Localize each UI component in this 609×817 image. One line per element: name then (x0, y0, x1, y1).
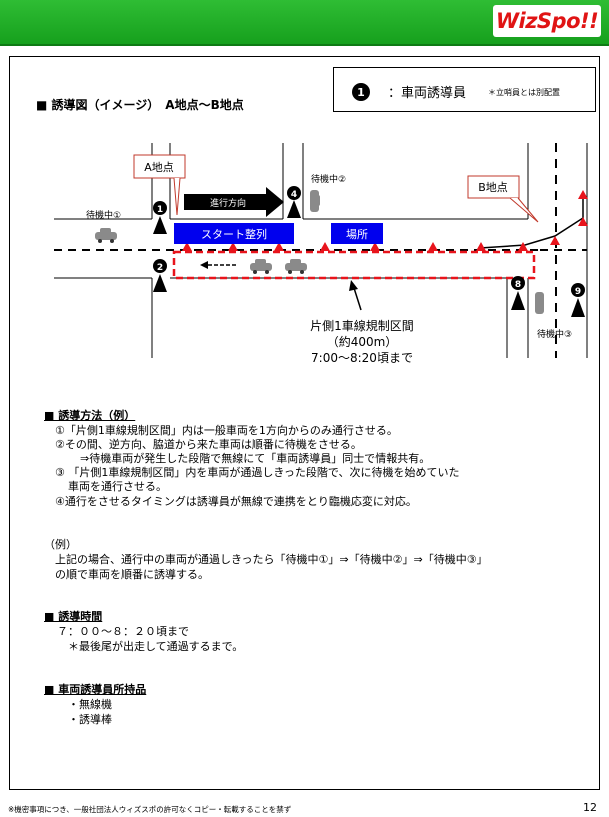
car-icon (285, 259, 307, 274)
content-frame (9, 56, 600, 790)
svg-text:2: 2 (157, 263, 163, 273)
footer-note: ※機密事項につき、一般社団法人ウィズスポの許可なくコピー・転載することを禁ず (8, 805, 292, 814)
item-baton: ・誘導棒 (68, 713, 112, 726)
wizspo-logo: WizSpo!! (493, 5, 601, 37)
legend-badge: 1 (352, 83, 370, 101)
items-heading: ■ 車両誘導員所持品 (44, 683, 147, 696)
example-heading: （例） (44, 538, 77, 551)
point-a-label: A地点 (144, 161, 174, 174)
guide-2: 2 (153, 259, 167, 292)
method-line: ④通行をさせるタイミングは誘導員が無線で連携をとり臨機応変に対応。 (55, 495, 417, 508)
svg-text:4: 4 (291, 190, 297, 200)
car-icon (535, 292, 544, 314)
method-line: ③ 「片側1車線規制区間」内を車両が通過しきった段階で、次に待機を始めていた (55, 466, 460, 479)
wait-3-label: 待機中③ (537, 328, 572, 340)
point-a-callout (133, 154, 186, 179)
legend-note: ＊立哨員とは別配置 (488, 88, 560, 97)
page-number: 12 (583, 801, 597, 814)
place-banner (331, 223, 383, 244)
method-heading: ■ 誘導方法（例） (44, 409, 136, 422)
time-line: ＊最後尾が出走して通過するまで。 (68, 640, 244, 653)
svg-text:1: 1 (157, 205, 163, 215)
svg-text:1: 1 (357, 86, 365, 99)
item-radio: ・無線機 (68, 698, 112, 711)
direction-arrow (184, 187, 284, 217)
diagram-title: ■ 誘導図（イメージ） A地点～B地点 (36, 98, 244, 112)
time-line: ７：００～８：２０頃まで (57, 625, 189, 638)
method-line: ⇒待機車両が発生した段階で無線にて「車両誘導員」同士で情報共有。 (80, 452, 431, 465)
method-line: ①「片側1車線規制区間」内は一般車両を1方向からのみ通行させる。 (55, 424, 398, 437)
zone-title: 片側1車線規制区間 (310, 318, 414, 333)
cone-taper-line (479, 196, 584, 249)
car-icon (310, 190, 320, 212)
method-line: 車両を通行させる。 (68, 480, 167, 493)
place-label: 場所 (346, 228, 368, 241)
guide-4: 4 (287, 186, 301, 218)
wait-1-label: 待機中① (86, 209, 121, 221)
zone-length: （約400m） (327, 334, 398, 349)
car-icon (95, 228, 117, 243)
legend-label: ：車両誘導員 (388, 86, 467, 101)
svg-text:9: 9 (575, 287, 581, 297)
car-icon (250, 259, 272, 274)
start-line-label: スタート整列 (201, 227, 267, 241)
guide-1: 1 (153, 201, 167, 234)
example-line: 上記の場合、通行中の車両が通過しきったら「待機中①」⇒「待機中②」⇒「待機中③」 (55, 553, 488, 566)
example-line: の順で車両を順番に誘導する。 (55, 568, 209, 581)
wait-2-label: 待機中② (311, 173, 346, 185)
method-line: ②その間、逆方向、脇道から来た車両は順番に待機をさせる。 (55, 438, 362, 451)
guide-8: 8 (511, 276, 525, 310)
header-bar: WizSpo!! (0, 0, 609, 46)
point-b-label: B地点 (478, 181, 508, 194)
direction-label: 進行方向 (210, 197, 246, 209)
time-heading: ■ 誘導時間 (44, 610, 103, 623)
start-line-banner (174, 223, 294, 244)
traffic-cones (182, 190, 588, 251)
legend-box (333, 67, 596, 112)
svg-text:8: 8 (515, 280, 521, 290)
guide-9: 9 (571, 283, 585, 317)
point-b-callout (467, 175, 520, 199)
regulation-zone (172, 250, 536, 280)
zone-time: 7:00～8:20頃まで (311, 351, 413, 365)
zone-pointer (353, 287, 362, 311)
